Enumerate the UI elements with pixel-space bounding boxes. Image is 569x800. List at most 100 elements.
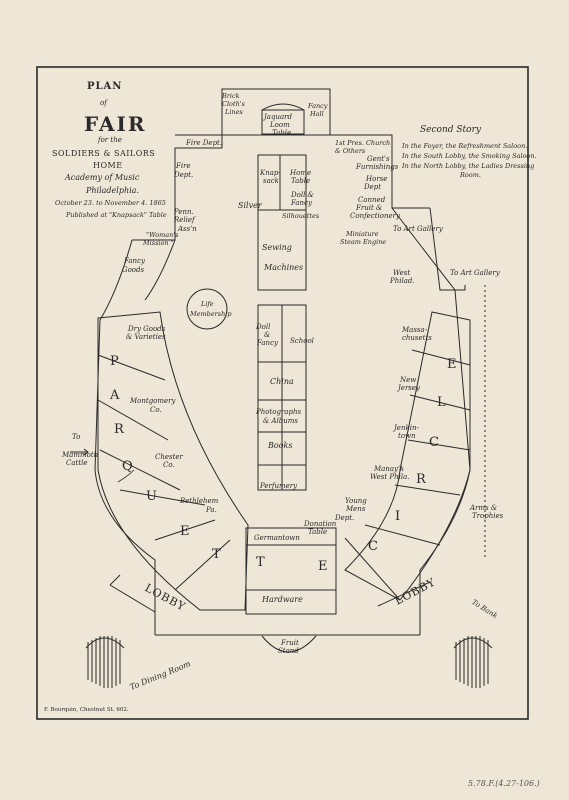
- parquet-letter-6: E: [180, 524, 191, 539]
- label-jaquard: Jaquard: [264, 113, 292, 121]
- label-gents-1: Gent's: [367, 155, 390, 163]
- center-stand-upper: [257, 154, 307, 291]
- title-fair: FAIR: [84, 112, 147, 136]
- label-photographs-1: Photographs: [256, 408, 302, 416]
- label-loom: Loom: [270, 121, 290, 129]
- label-perfumery: Perfumery: [260, 482, 298, 490]
- label-chester-2: Co.: [163, 461, 175, 469]
- label-fire: Fire: [176, 162, 191, 170]
- parquet-letter-5: U: [146, 489, 158, 504]
- label-to-mammoth-3: Cattle: [66, 459, 88, 467]
- label-life-1: Life: [201, 300, 214, 308]
- parquet-letter-4: Q: [122, 459, 134, 474]
- label-canned-1: Canned: [358, 196, 386, 204]
- parquet-letter-1: P: [110, 354, 120, 369]
- label-new-jersey-1: New: [400, 376, 417, 384]
- label-arms-2: Trophies: [472, 512, 504, 520]
- left-outer-wall: [94, 239, 156, 635]
- label-relief: Relief: [174, 216, 195, 224]
- label-dry-goods-2: & Varieties: [126, 333, 166, 341]
- parquet-letter-7: T: [212, 547, 222, 562]
- label-fancy-goods-2: Goods: [122, 266, 145, 274]
- label-fire-dept-top: Fire Dept.: [186, 139, 223, 147]
- label-first-pres: 1st Pres. Church: [335, 139, 391, 147]
- parquet-letter-9: E: [318, 559, 329, 574]
- label-chester-1: Chester: [155, 453, 183, 461]
- label-to-mammoth-1: To: [72, 433, 81, 441]
- label-donation-1: Donation: [304, 520, 337, 528]
- title-plan: PLAN: [87, 81, 123, 92]
- title-for-the: for the: [98, 136, 122, 144]
- label-silhouettes: Silhouettes: [282, 212, 320, 220]
- parquet-letter-3: R: [114, 422, 125, 437]
- label-life-2: Membership: [190, 310, 232, 318]
- label-manayunk-2: West Phila.: [370, 473, 410, 481]
- label-home-table-1: Home: [290, 169, 312, 177]
- parquet-left: [97, 311, 249, 611]
- label-lines: Lines: [225, 108, 243, 116]
- circle-letter-3: C: [429, 435, 440, 450]
- stairs-left: [87, 636, 121, 688]
- title-of: of: [100, 99, 107, 107]
- label-donation-2: Table: [308, 528, 328, 536]
- parquet-letter-8: T: [256, 555, 266, 570]
- label-jenkintown-2: town: [398, 432, 416, 440]
- label-horse-1: Horse: [366, 175, 388, 183]
- label-home-table-2: Table: [291, 177, 311, 185]
- label-germantown: Germantown: [254, 534, 300, 542]
- label-doll-2c: Fancy: [257, 339, 278, 347]
- label-sewing: Sewing: [262, 243, 292, 252]
- circle-letter-6: C: [368, 539, 379, 554]
- title-dates: October 23. to November 4. 1865: [55, 199, 166, 207]
- map-border: [36, 66, 529, 720]
- title-academy: Academy of Music: [65, 173, 140, 182]
- label-gents-2: Furnishings: [356, 163, 399, 171]
- stairs-right: [455, 636, 489, 688]
- label-massachusetts-1: Massa-: [402, 326, 428, 334]
- label-arms-1: Arms &: [470, 504, 498, 512]
- label-bethlehem-1: Bethlehem: [180, 497, 219, 505]
- label-silver: Silver: [238, 201, 262, 210]
- label-canned-2: Fruit &: [356, 204, 383, 212]
- label-table: Table: [272, 129, 292, 137]
- circle-letter-2: L: [437, 395, 447, 410]
- label-canned-3: Confectionery: [350, 212, 400, 220]
- label-young-mens-2: Mens: [346, 505, 366, 513]
- label-machines: Machines: [264, 263, 304, 272]
- second-story-line-3: In the North Lobby, the Ladies Dressing: [402, 162, 535, 170]
- life-membership-circle: [186, 288, 228, 330]
- label-knapsack-1: Knap-: [260, 169, 281, 177]
- label-west-1: West: [393, 269, 411, 277]
- engraver-credit: F. Bourquin, Chestnut St. 602.: [44, 707, 129, 713]
- label-jenkintown-1: Jenkin-: [394, 424, 419, 432]
- title-published: Published at "Knapsack" Table: [66, 211, 167, 219]
- label-china: China: [270, 377, 294, 386]
- circle-letter-4: R: [416, 472, 427, 487]
- parquet-letter-2: A: [110, 388, 121, 403]
- second-story-line-1: In the Foyer, the Refreshment Saloon.: [402, 142, 528, 150]
- catalog-number: 5.78.F.(4.27-106.): [468, 779, 540, 788]
- label-dry-goods-1: Dry Goods: [128, 325, 166, 333]
- label-miniature-2: Steam Engine: [340, 238, 387, 246]
- label-doll-fancy-2: Fancy: [291, 199, 312, 207]
- title-soldiers: SOLDIERS & SAILORS: [52, 149, 156, 158]
- label-bethlehem-2: Pa.: [206, 506, 217, 514]
- label-massachusetts-2: chusetts: [402, 334, 432, 342]
- label-others: & Others: [335, 147, 366, 155]
- label-school: School: [290, 337, 314, 345]
- label-womans: "Woman's: [146, 231, 179, 239]
- label-fruit-1: Fruit: [281, 639, 299, 647]
- second-story-line-4: Room.: [460, 171, 481, 179]
- label-books: Books: [268, 441, 293, 450]
- label-to-art-gallery-2: To Art Gallery: [450, 269, 500, 277]
- circle-letter-1: E: [447, 357, 458, 372]
- label-montgomery-1: Montgomery: [130, 397, 176, 405]
- label-penn: Penn.: [174, 208, 194, 216]
- label-cloths: Cloth's: [222, 100, 245, 108]
- second-story-heading: Second Story: [420, 125, 481, 135]
- label-knapsack-2: sack: [263, 177, 279, 185]
- label-fancy-hall-1: Fancy: [308, 102, 328, 110]
- label-doll-2a: Doll: [256, 323, 271, 331]
